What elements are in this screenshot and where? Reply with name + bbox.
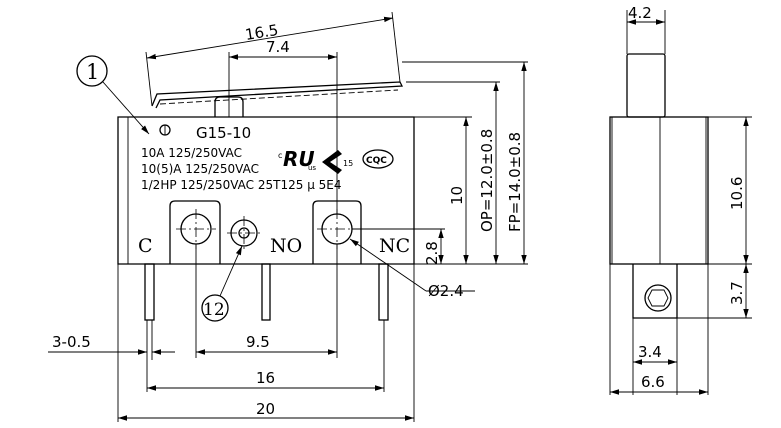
- rating-line-3: 1/2HP 125/250VAC 25T125 μ 5E4: [141, 178, 342, 192]
- side-terminal-tab: [632, 264, 678, 319]
- dim-lever-pin: 7.4: [266, 38, 290, 56]
- dim-body-height: 10: [448, 186, 466, 205]
- terminal-label-c: C: [138, 235, 153, 257]
- dim-body-length: 20: [256, 400, 275, 418]
- side-plunger: [626, 53, 666, 118]
- dim-pitch-small: 9.5: [246, 333, 270, 351]
- tuv-mark-icon: 15: [322, 150, 353, 174]
- side-view: 4.2 10.6 3.7 3.4 6.6: [609, 4, 752, 395]
- side-tab-hole: [644, 284, 672, 312]
- dim-operating-position: OP=12.0±0.8: [478, 129, 496, 232]
- callout-12-circle: [201, 294, 229, 322]
- dim-hole-height: 2.8: [423, 241, 441, 265]
- dim-lever-length: 16.5: [244, 21, 280, 44]
- terminal-c: [144, 263, 155, 321]
- boss-c: [169, 200, 221, 264]
- terminal-nc: [378, 263, 389, 321]
- dim-side-height: 10.6: [728, 177, 746, 210]
- callout-1-text: 1: [86, 60, 99, 84]
- svg-text:15: 15: [343, 159, 353, 168]
- svg-text:CQC: CQC: [366, 156, 387, 166]
- ul-mark-icon: c RU us: [278, 147, 316, 172]
- terminal-no: [261, 263, 271, 321]
- cqc-mark-icon: CQC: [362, 149, 394, 169]
- dim-terminal-width: 3-0.5: [52, 333, 91, 351]
- dim-plunger-width: 4.2: [628, 4, 652, 22]
- callout-1-circle: [76, 55, 108, 87]
- rating-line-2: 10(5)A 125/250VAC: [141, 162, 259, 176]
- callout-12-text: 12: [203, 300, 225, 320]
- terminal-label-no: NO: [270, 235, 302, 257]
- actuator-lever: [151, 81, 404, 109]
- lever-pressed-outline: [159, 89, 399, 105]
- dim-free-position: FP=14.0±0.8: [506, 132, 524, 232]
- front-view: G15-10 10A 125/250VAC 10(5)A 125/250VAC …: [48, 11, 528, 422]
- svg-text:us: us: [308, 164, 316, 172]
- dim-tab-height: 3.7: [728, 281, 746, 305]
- terminal-label-nc: NC: [379, 235, 410, 257]
- dim-body-width: 6.6: [641, 373, 665, 391]
- dim-hole-diameter: Ø2.4: [428, 282, 464, 300]
- svg-text:RU: RU: [283, 147, 315, 171]
- side-body: [609, 116, 709, 265]
- part-number: G15-10: [196, 124, 251, 142]
- side-tab-hex-icon: [647, 289, 669, 307]
- dim-tab-width: 3.4: [638, 343, 662, 361]
- rating-line-1: 10A 125/250VAC: [141, 146, 242, 160]
- dim-pitch-large: 16: [256, 369, 275, 387]
- svg-text:c: c: [278, 151, 282, 160]
